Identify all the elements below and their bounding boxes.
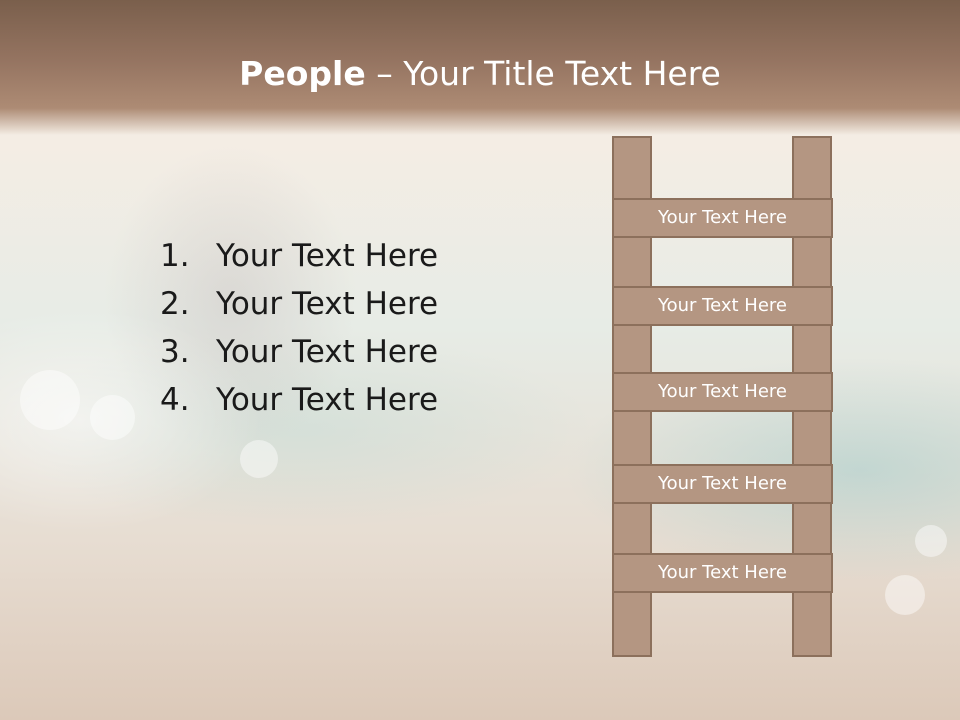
numbered-list[interactable]: 1. Your Text Here 2. Your Text Here 3. Your… [160, 232, 438, 424]
title-rest: – Your Title Text Here [365, 54, 721, 93]
ladder-rung[interactable]: Your Text Here [612, 372, 833, 412]
ladder-rung[interactable]: Your Text Here [612, 198, 833, 238]
title-bar [0, 0, 960, 135]
ladder-rung[interactable]: Your Text Here [612, 286, 833, 326]
bokeh-light [240, 440, 278, 478]
list-number: 2. [160, 286, 190, 322]
slide-title[interactable]: People – Your Title Text Here [0, 52, 960, 96]
list-number: 1. [160, 238, 190, 274]
title-strong: People [239, 54, 366, 93]
bokeh-light [915, 525, 947, 557]
ladder-rung[interactable]: Your Text Here [612, 464, 833, 504]
list-item: 4. Your Text Here [160, 376, 438, 424]
bokeh-light [90, 395, 135, 440]
list-item: 1. Your Text Here [160, 232, 438, 280]
list-number: 4. [160, 382, 190, 418]
list-text: Your Text Here [216, 382, 439, 418]
list-item: 3. Your Text Here [160, 328, 438, 376]
list-text: Your Text Here [216, 286, 439, 322]
bokeh-light [20, 370, 80, 430]
list-text: Your Text Here [216, 238, 439, 274]
list-number: 3. [160, 334, 190, 370]
ladder-rung[interactable]: Your Text Here [612, 553, 833, 593]
list-text: Your Text Here [216, 334, 439, 370]
bokeh-light [885, 575, 925, 615]
list-item: 2. Your Text Here [160, 280, 438, 328]
